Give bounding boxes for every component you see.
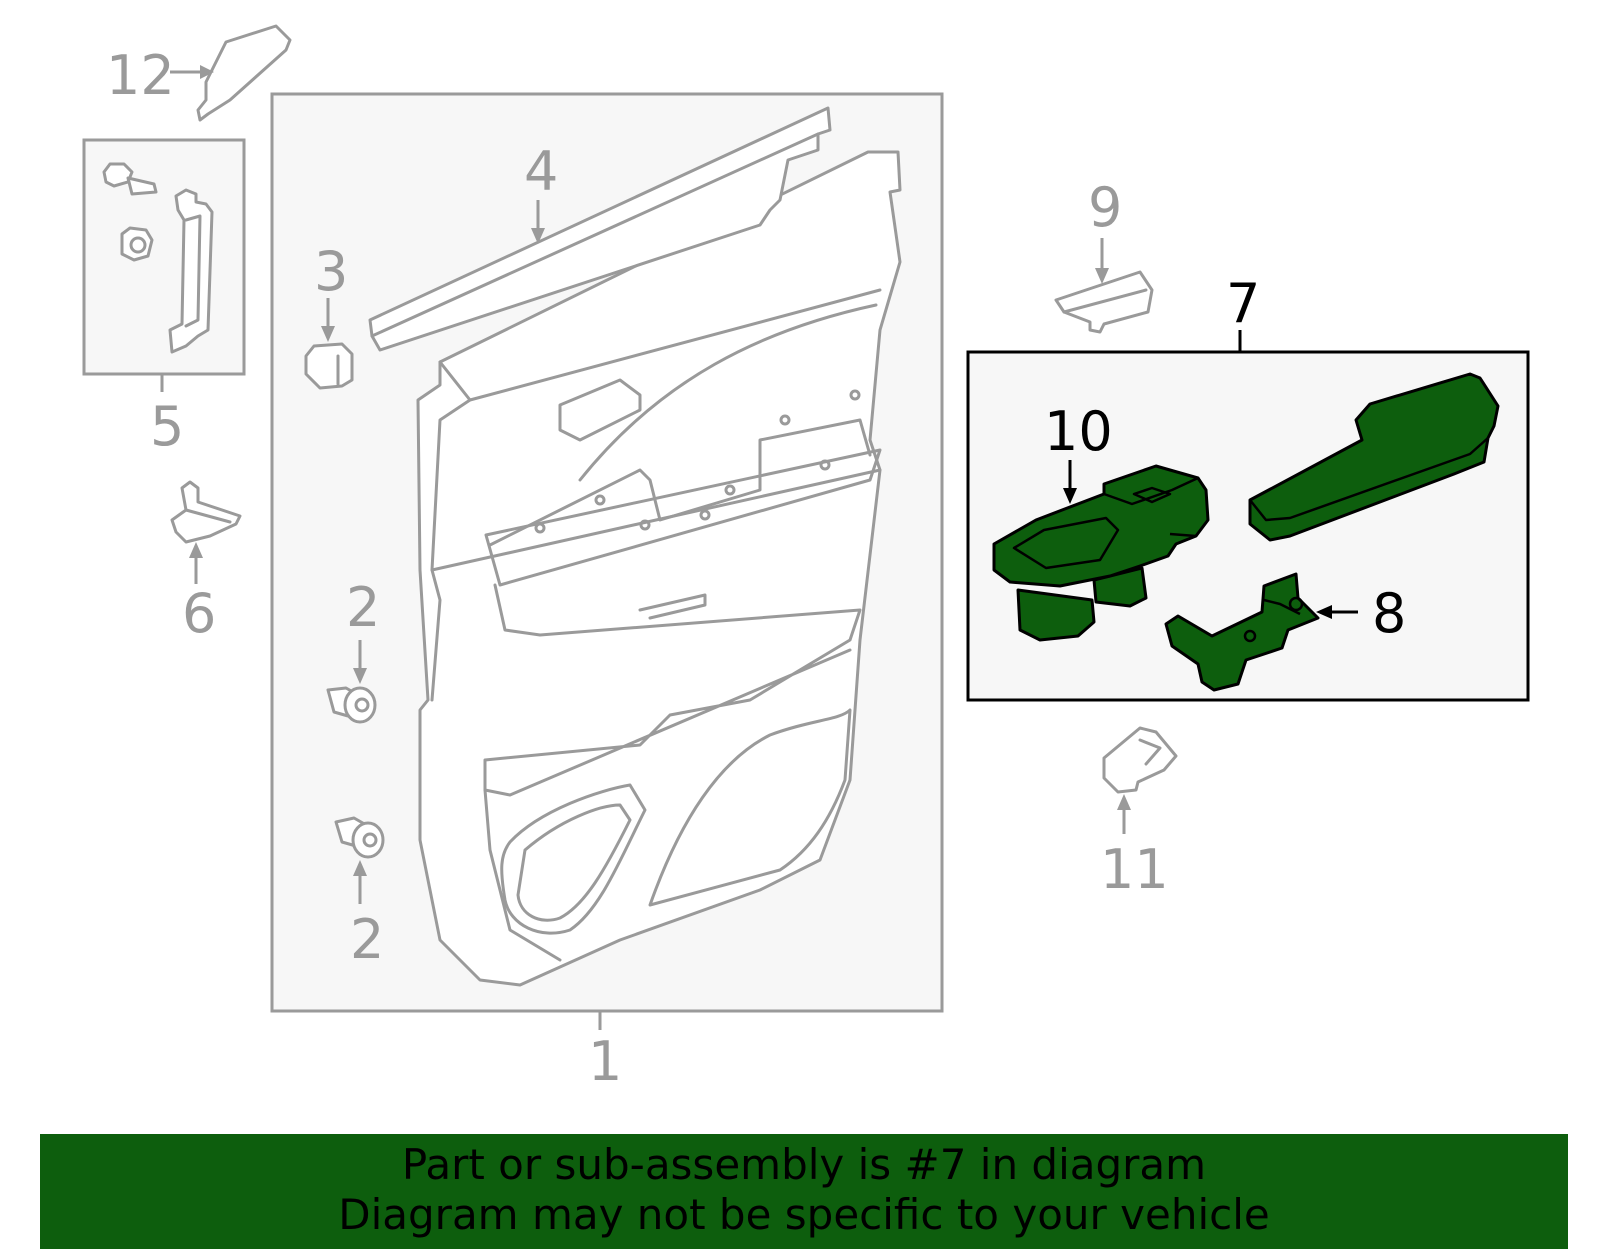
clip-part-2-lower (334, 816, 385, 859)
info-banner: Part or sub-assembly is #7 in diagram Di… (40, 1134, 1568, 1249)
nut-icon (120, 226, 154, 262)
callout-12: 12 (106, 44, 175, 107)
banner-line-1: Part or sub-assembly is #7 in diagram (401, 1140, 1207, 1189)
callout-11: 11 (1100, 838, 1169, 901)
callout-4: 4 (524, 140, 558, 203)
callout-8: 8 (1372, 582, 1406, 645)
callout-6: 6 (182, 582, 216, 645)
callout-2-lower: 2 (350, 908, 384, 971)
clip-part-9 (1054, 270, 1154, 334)
bracket-part-5 (168, 188, 214, 354)
weatherstrip-part-4 (368, 106, 832, 352)
callout-5: 5 (150, 395, 184, 458)
bracket-part-6 (170, 480, 242, 544)
armrest-part-7 (1248, 372, 1500, 542)
door-trim-panel-illustration (416, 150, 902, 987)
callout-3: 3 (314, 240, 348, 303)
switch-bezel-part-10 (992, 464, 1210, 642)
clip-part-11 (1102, 726, 1178, 794)
callout-7: 7 (1226, 272, 1260, 335)
banner-line-2: Diagram may not be specific to your vehi… (338, 1190, 1270, 1239)
bracket-part-8 (1164, 572, 1320, 692)
callout-9: 9 (1088, 176, 1122, 239)
callout-2-upper: 2 (346, 576, 380, 639)
bracket-part-12 (196, 24, 292, 122)
clip-part-3 (304, 342, 354, 390)
callout-1: 1 (588, 1030, 622, 1093)
clip-part-2-upper (326, 686, 377, 724)
callout-10: 10 (1044, 400, 1113, 463)
bolt-icon (102, 162, 158, 196)
